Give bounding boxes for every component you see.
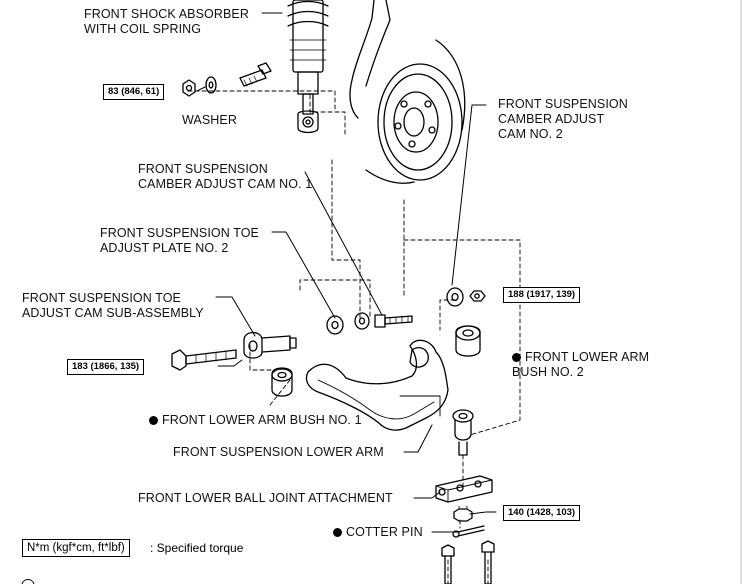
attachment-bolts bbox=[441, 540, 495, 584]
torque-toe-bolt: 183 (1866, 135) bbox=[67, 359, 145, 375]
label-cotter-pin-text: COTTER PIN bbox=[346, 525, 423, 539]
label-toe-plate-2: FRONT SUSPENSION TOE ADJUST PLATE NO. 2 bbox=[100, 226, 259, 255]
label-lower-arm-bush-1: FRONT LOWER ARM BUSH NO. 1 bbox=[149, 413, 362, 428]
torque-camber-nut: 188 (1917, 139) bbox=[503, 287, 581, 303]
label-camber-cam-1: FRONT SUSPENSION CAMBER ADJUST CAM NO. 1 bbox=[138, 162, 313, 191]
legend-unit-box: N*m (kgf*cm, ft*lbf) bbox=[22, 539, 130, 557]
label-shock-absorber: FRONT SHOCK ABSORBER WITH COIL SPRING bbox=[84, 7, 249, 36]
label-washer: WASHER bbox=[182, 113, 238, 127]
toe-cam-parts bbox=[171, 331, 297, 371]
label-ball-joint-attachment: FRONT LOWER BALL JOINT ATTACHMENT bbox=[138, 491, 393, 505]
label-lower-arm-bush-2: FRONT LOWER ARM BUSH NO. 2 bbox=[512, 350, 649, 380]
bullet-icon bbox=[512, 353, 521, 362]
torque-ball-joint-nut: 140 (1428, 103) bbox=[503, 505, 581, 521]
label-toe-cam-sub-assembly: FRONT SUSPENSION TOE ADJUST CAM SUB-ASSE… bbox=[22, 291, 204, 320]
label-lower-arm-bush-1-text: FRONT LOWER ARM BUSH NO. 1 bbox=[162, 413, 362, 427]
cotter-pin-part bbox=[452, 525, 485, 538]
label-lower-arm-bush-2-text: FRONT LOWER ARM BUSH NO. 2 bbox=[512, 350, 650, 379]
label-cotter-pin: COTTER PIN bbox=[333, 525, 423, 540]
steering-knuckle-rotor bbox=[349, 0, 466, 184]
lower-arm bbox=[305, 339, 449, 431]
lower-arm-bushes bbox=[271, 325, 481, 397]
torque-shock-nut: 83 (846, 61) bbox=[103, 84, 165, 100]
camber-cam-2-parts bbox=[446, 287, 486, 307]
label-lower-arm: FRONT SUSPENSION LOWER ARM bbox=[173, 445, 384, 459]
ball-joint-attachment bbox=[435, 475, 493, 503]
label-camber-cam-2: FRONT SUSPENSION CAMBER ADJUST CAM NO. 2 bbox=[498, 97, 628, 141]
bullet-icon bbox=[333, 528, 342, 537]
washer-nut-bolt bbox=[182, 62, 272, 97]
shock-absorber bbox=[287, 0, 329, 134]
assembly-guides bbox=[187, 90, 521, 584]
camber-cam-1-parts bbox=[326, 312, 413, 335]
castle-nut bbox=[453, 505, 473, 522]
ball-joint-stud bbox=[452, 409, 474, 456]
bullet-icon bbox=[149, 416, 158, 425]
legend-description: : Specified torque bbox=[150, 541, 244, 555]
leader-lines bbox=[196, 12, 497, 533]
partial-mark bbox=[21, 579, 35, 584]
